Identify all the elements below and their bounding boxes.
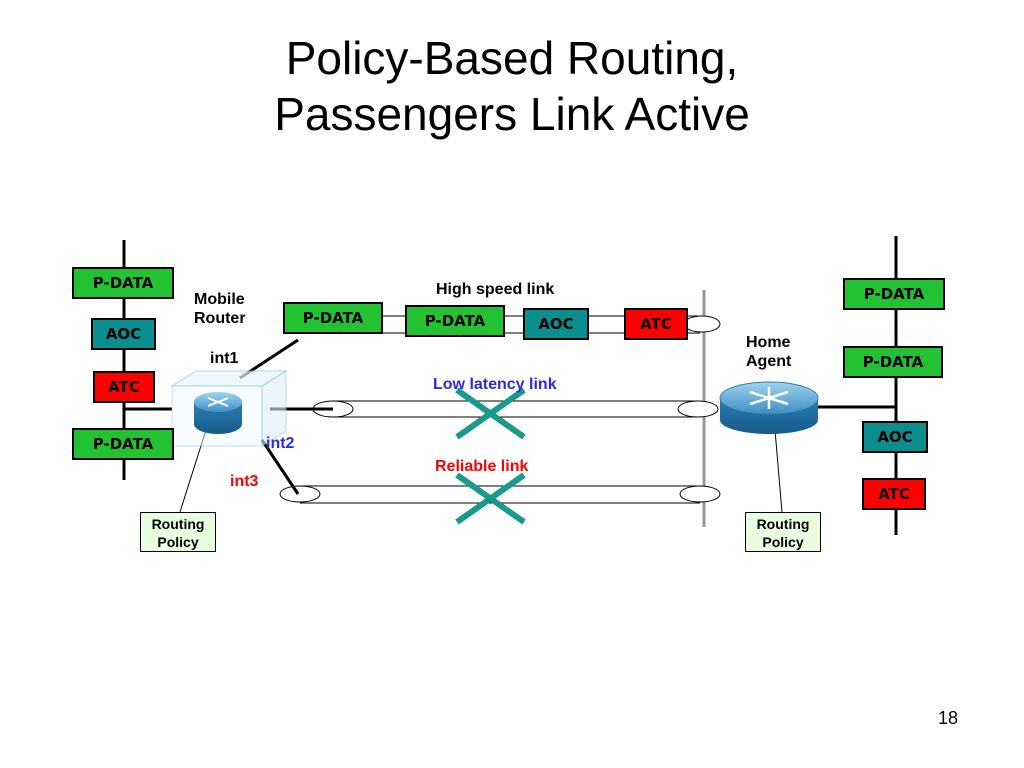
reliable-tunnel xyxy=(279,485,721,504)
reliable-link-label: Reliable link xyxy=(435,458,529,475)
right-pdata-box-1: P-DATA xyxy=(843,278,945,310)
right-aoc-box: AOC xyxy=(862,421,928,453)
link-pdata-box-1: P-DATA xyxy=(283,302,383,334)
title-line-2: Passengers Link Active xyxy=(274,88,750,140)
reliable-broken-x xyxy=(455,472,526,525)
int1-label: int1 xyxy=(210,350,239,367)
title-line-1: Policy-Based Routing, xyxy=(285,32,739,84)
ha-routing-policy-box: Routing Policy xyxy=(745,512,821,552)
home-agent-router-icon xyxy=(719,381,819,434)
int3-label: int3 xyxy=(230,473,259,490)
low-latency-broken-x xyxy=(455,387,526,440)
home-agent-label: Home Agent xyxy=(746,334,792,370)
mobile-router-icon xyxy=(170,370,288,447)
high-speed-link-label: High speed link xyxy=(436,281,555,298)
right-atc-box: ATC xyxy=(862,478,926,510)
ha-policy-line xyxy=(774,429,783,513)
page-number: 18 xyxy=(938,708,959,728)
link-aoc-box: AOC xyxy=(523,308,589,340)
mobile-router-label: Mobile Router xyxy=(194,291,246,327)
left-atc-box: ATC xyxy=(93,371,155,403)
link-pdata-box-2: P-DATA xyxy=(405,305,505,337)
int3-line xyxy=(260,439,300,495)
slide-title: Policy-Based Routing, Passengers Link Ac… xyxy=(0,30,1024,142)
left-pdata-box-2: P-DATA xyxy=(72,428,174,460)
low-latency-tunnel xyxy=(312,400,719,418)
right-pdata-box-2: P-DATA xyxy=(843,346,943,378)
left-pdata-box-1: P-DATA xyxy=(72,267,174,299)
int2-label: int2 xyxy=(266,435,295,452)
link-atc-box: ATC xyxy=(624,308,688,340)
mr-routing-policy-box: Routing Policy xyxy=(140,512,216,552)
low-latency-link-label: Low latency link xyxy=(433,376,557,393)
left-aoc-box: AOC xyxy=(91,318,156,350)
